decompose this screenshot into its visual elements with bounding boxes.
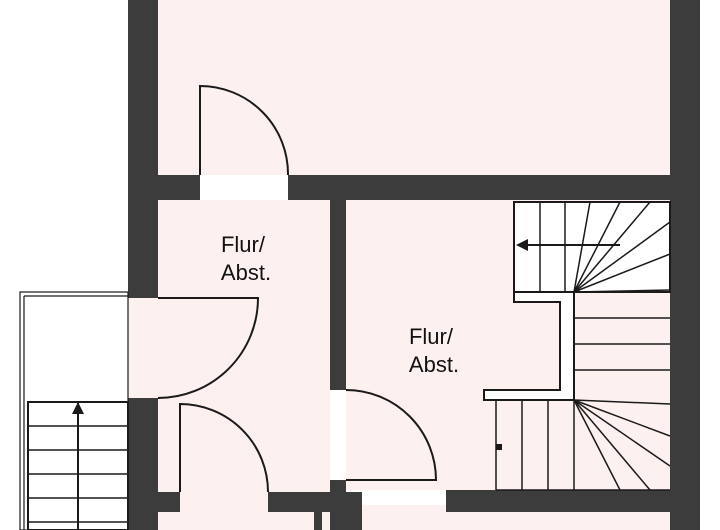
stair-winder xyxy=(573,253,671,293)
room-label-left: Flur/ Abst. xyxy=(221,232,271,285)
floor-entry-gap xyxy=(128,298,158,398)
room-label-right: Flur/ Abst. xyxy=(409,324,459,377)
stair-winder xyxy=(573,289,671,293)
room-label-line2: Abst. xyxy=(221,260,271,285)
stair-well-outline xyxy=(483,291,575,401)
door-swing-entry xyxy=(157,297,260,399)
floor-top-room xyxy=(158,0,670,175)
wall-bottom-a xyxy=(158,492,180,512)
stair-winder xyxy=(573,221,671,293)
wall-bottom-d xyxy=(446,490,670,512)
stair-winder xyxy=(573,399,621,491)
room-label-line2: Abst. xyxy=(409,352,459,377)
room-label-line1: Flur/ xyxy=(221,232,266,257)
wall-left-upper xyxy=(128,0,158,298)
wall-hall-divider-lower xyxy=(330,480,346,530)
stair-arrow-head xyxy=(72,402,84,414)
door-swing-left-lower xyxy=(179,402,269,493)
interior-stair xyxy=(483,201,671,491)
doors xyxy=(157,84,438,493)
wall-left-lower xyxy=(128,398,158,530)
stair-winder xyxy=(573,201,591,293)
wall-top-room-left-stub xyxy=(158,175,200,200)
stair-winder xyxy=(573,399,671,437)
exterior-stair xyxy=(19,291,129,530)
floor-left-hall xyxy=(158,200,330,530)
stair-winder xyxy=(573,201,621,293)
stair-tread-lines xyxy=(495,201,671,491)
walls xyxy=(128,0,700,530)
wall-right xyxy=(670,0,700,530)
stair-arrow-head xyxy=(516,239,528,251)
door-swing-right-hall xyxy=(345,389,438,481)
stair-start-marker xyxy=(496,444,502,450)
stair-winder xyxy=(573,399,671,405)
stair-winder xyxy=(573,399,671,467)
stair-winder xyxy=(573,201,651,293)
wall-hall-divider-upper xyxy=(330,200,346,390)
wall-bottom-c xyxy=(346,492,362,530)
wall-top-room-right xyxy=(288,175,670,200)
wall-bottom-b xyxy=(268,492,330,512)
stair-winder xyxy=(573,399,651,491)
wall-bottom-post xyxy=(314,512,322,530)
door-swing-top-room xyxy=(199,84,290,176)
room-label-line1: Flur/ xyxy=(409,324,454,349)
